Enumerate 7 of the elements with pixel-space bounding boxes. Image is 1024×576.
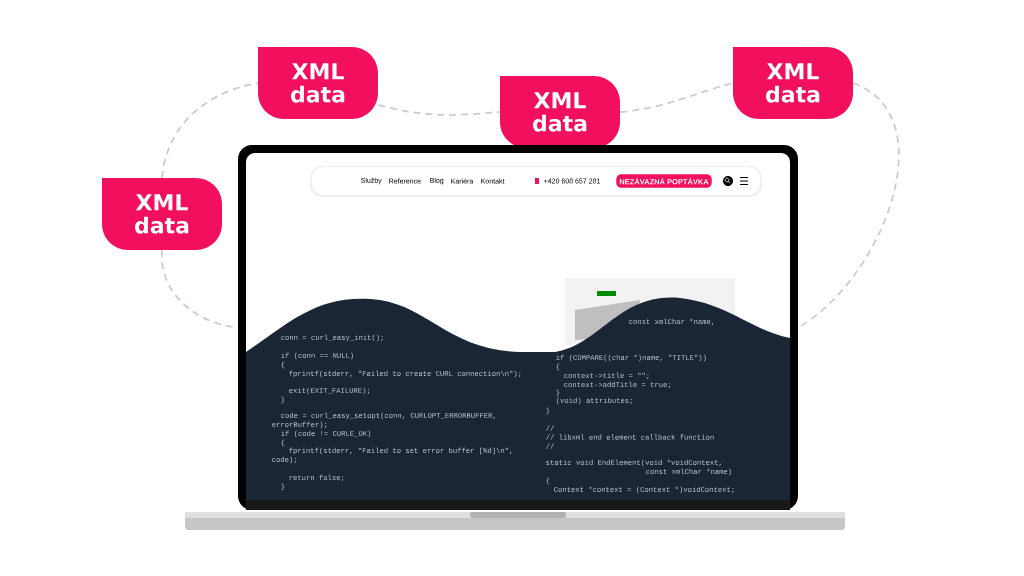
speech-bubble: XML data: [258, 47, 378, 119]
speech-bubble: XML data: [102, 178, 222, 250]
dashed-connector: [377, 104, 501, 116]
speech-bubble: XML data: [500, 76, 620, 148]
dashed-connector: [161, 82, 259, 179]
speech-bubble: XML data: [733, 47, 853, 119]
dashed-connector: [619, 82, 734, 113]
